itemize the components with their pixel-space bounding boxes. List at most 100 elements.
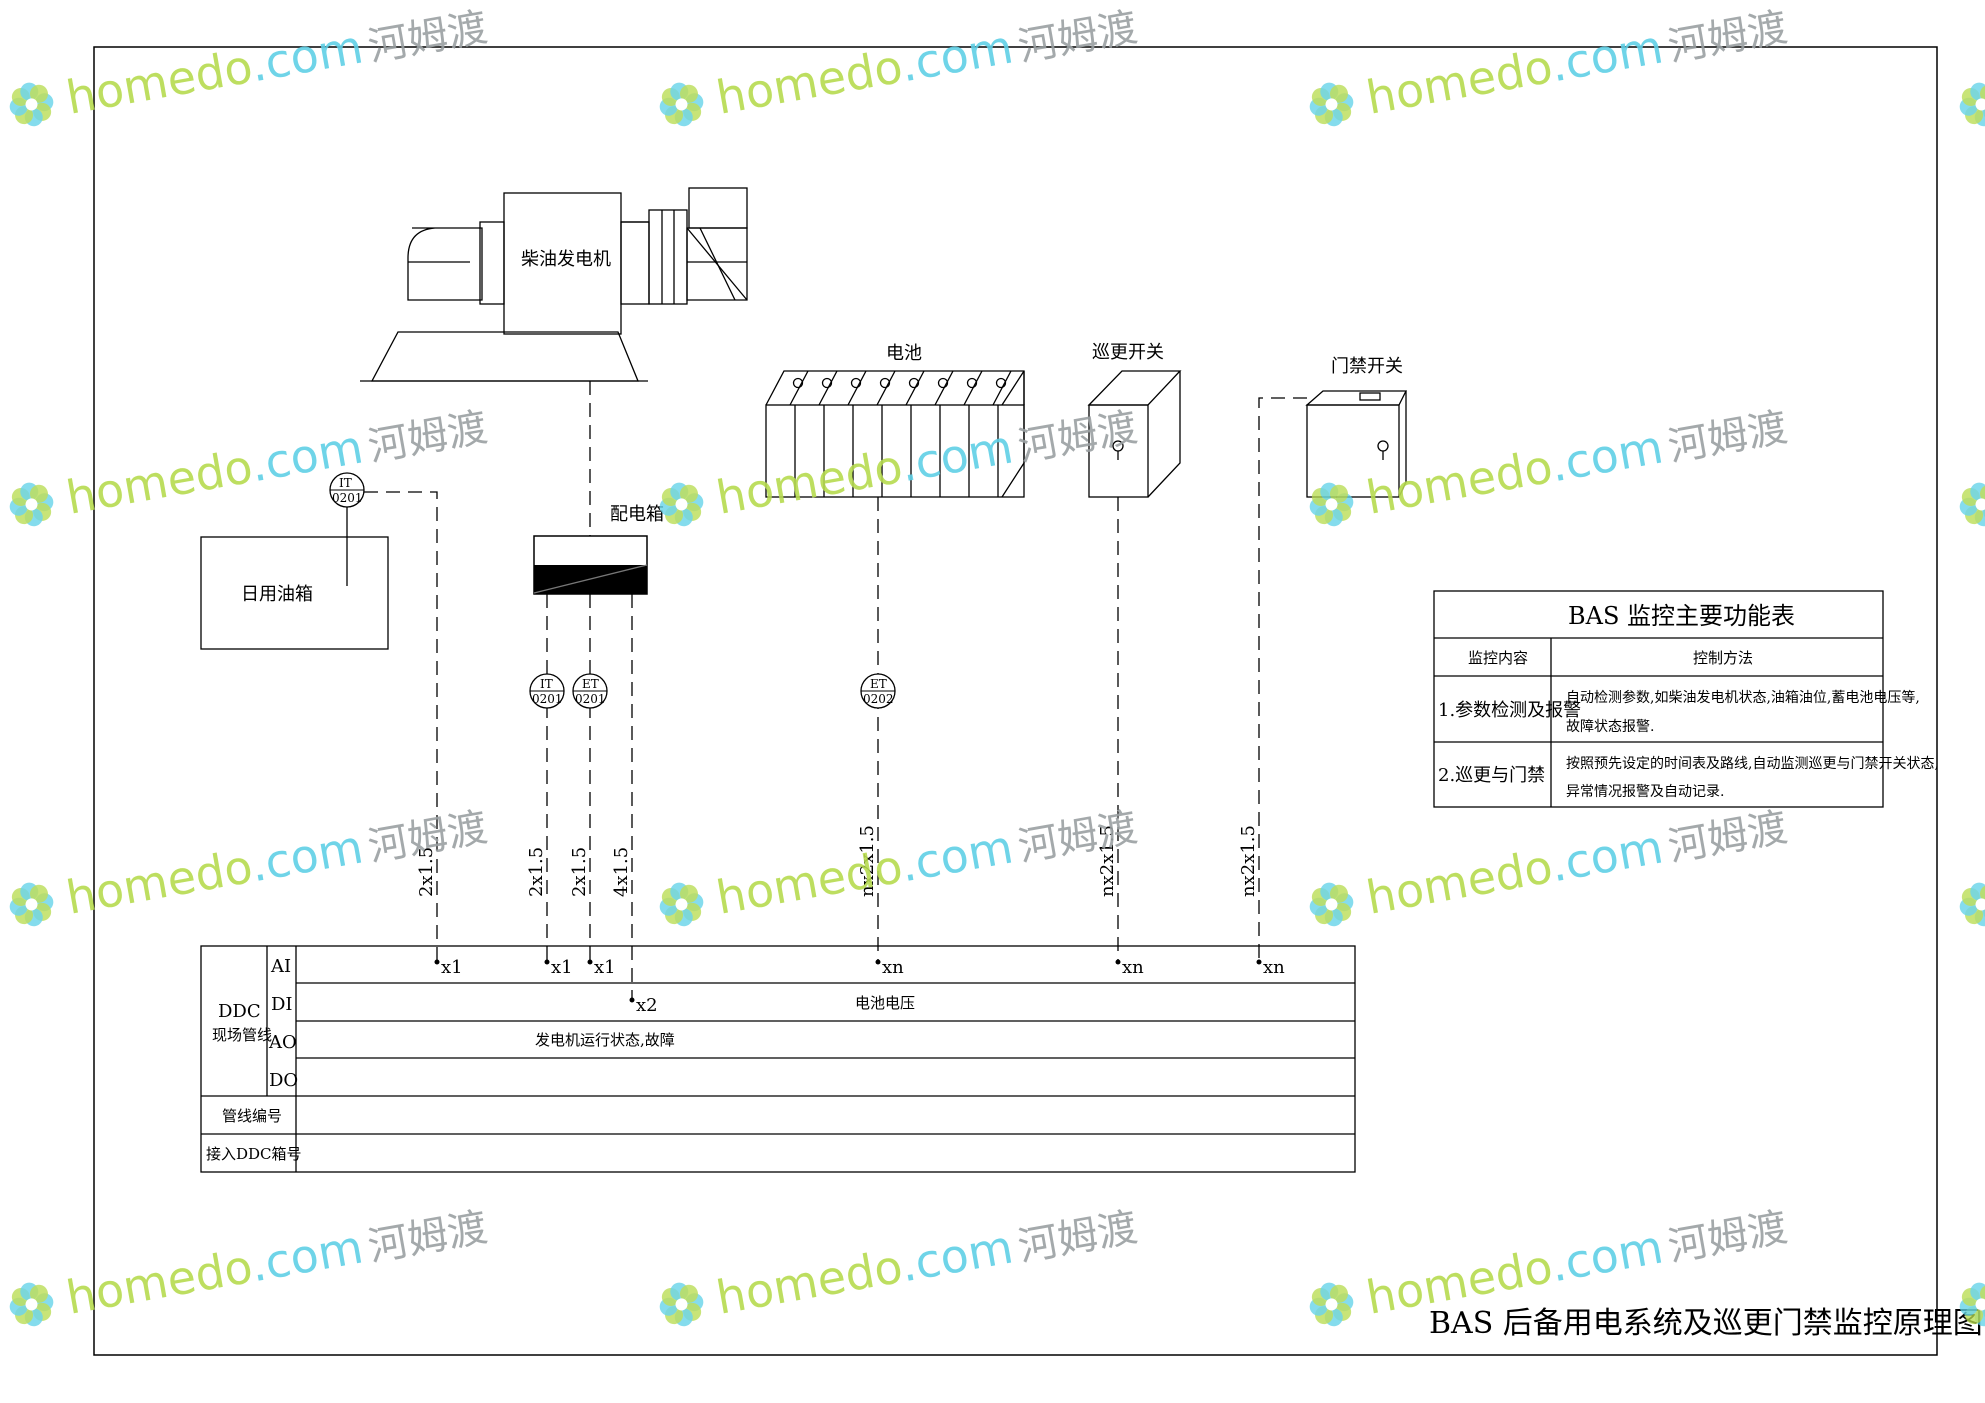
watermark-word: homedo [1362, 39, 1555, 125]
cable-spec: 2x1.5 [526, 847, 547, 897]
door-switch-label: 门禁开关 [1331, 356, 1403, 377]
watermark: homedo.com河姆渡 [9, 398, 491, 527]
function-row-item: 2.巡更与门禁 [1438, 765, 1545, 786]
battery-cell-edge [847, 370, 867, 406]
watermark-word: .com [246, 1220, 367, 1293]
watermark-word: 河姆渡 [1665, 1205, 1791, 1271]
watermark-text: homedo.com河姆渡 [712, 1198, 1141, 1325]
watermark-word: homedo [62, 1239, 255, 1325]
instrument-tag: ET [870, 677, 887, 691]
battery-cell-edge [963, 370, 983, 406]
watermark: homedo.com河姆渡 [9, 1198, 491, 1327]
function-table [1433, 590, 1884, 808]
watermark-flower-center [1325, 1298, 1338, 1311]
instrument-tag: IT [339, 476, 352, 490]
cable-spec: nx2x1.5 [1097, 825, 1118, 897]
watermark-word: .com [1546, 420, 1667, 493]
watermark: homedo.com河姆渡 [659, 0, 1141, 127]
watermark-word: .com [896, 420, 1017, 493]
battery-voltage-transmitter-symbol: ET 0202 [860, 673, 896, 709]
watermark: homedo.com河姆渡 [1309, 805, 1791, 927]
cable-spec: 2x1.5 [569, 847, 590, 897]
ddc-table [200, 945, 1356, 1173]
ddc-row-di: DI [271, 994, 293, 1015]
connection-label: x2 [636, 995, 658, 1016]
watermark-text: homedo.com河姆渡 [62, 1198, 491, 1325]
ddc-box-label: 接入DDC箱号 [206, 1145, 302, 1163]
watermark: homedo.com河姆渡 [659, 1198, 1141, 1327]
watermark: homedo.com河姆渡 [1959, 82, 1985, 127]
watermark-text: homedo.com河姆渡 [712, 0, 1141, 125]
cable-spec: 4x1.5 [611, 847, 632, 897]
watermark-word: .com [1546, 20, 1667, 93]
connection-label: x1 [551, 957, 573, 978]
cable-spec: 2x1.5 [416, 847, 437, 897]
watermark-flower-center [1325, 498, 1338, 511]
watermark-word: .com [1546, 820, 1667, 893]
watermark-word: homedo [1362, 439, 1555, 525]
instrument-tag: ET [582, 677, 599, 691]
watermark-flower-center [1325, 98, 1338, 111]
watermark-word: homedo [62, 39, 255, 125]
watermark: homedo.com河姆渡 [659, 805, 1141, 927]
instrument-number: 0201 [332, 491, 363, 505]
watermark-text: homedo.com河姆渡 [62, 0, 491, 125]
connection-label: xn [882, 957, 904, 978]
watermark-word: homedo [712, 1239, 905, 1325]
watermark-word: homedo [712, 439, 905, 525]
battery-cell-edge [789, 370, 809, 406]
battery-label: 电池 [886, 343, 922, 364]
drawing-frame [93, 46, 1938, 1356]
watermark-word: homedo [62, 439, 255, 525]
watermark-word: 河姆渡 [1015, 805, 1141, 871]
function-row-method: 按照预先设定的时间表及路线,自动监测巡更与门禁开关状态, [1566, 756, 1939, 772]
level-transmitter-symbol: IT 0201 [329, 472, 365, 508]
battery-terminal [908, 377, 920, 389]
connection-points: x1 x1 x1 x2 xn xn xn [434, 957, 1285, 1016]
battery-cell-edge [876, 370, 896, 406]
watermark-flower-petal [1979, 84, 1985, 103]
watermark: homedo.com河姆渡 [1959, 882, 1985, 927]
function-table-header-method: 控制方法 [1693, 649, 1753, 667]
watermark: homedo.com河姆渡 [1959, 482, 1985, 527]
watermark-text: homedo.com河姆渡 [1362, 398, 1791, 525]
connection-label: x1 [594, 957, 616, 978]
watermark-word: 河姆渡 [365, 805, 491, 871]
watermark-word: .com [1546, 1220, 1667, 1293]
watermark-word: homedo [62, 839, 255, 925]
generator-label: 柴油发电机 [521, 249, 611, 270]
pipe-number-label: 管线编号 [222, 1107, 282, 1125]
watermark-flower-center [675, 498, 688, 511]
watermark-word: homedo [712, 39, 905, 125]
watermark-word: 河姆渡 [1015, 1205, 1141, 1271]
watermark-word: 河姆渡 [1665, 805, 1791, 871]
watermark-flower-center [675, 1298, 688, 1311]
watermark-flower-center [1325, 898, 1338, 911]
battery-cell-edge [818, 370, 838, 406]
watermark: homedo.com河姆渡 [9, 0, 491, 127]
watermark-flower-petal [1979, 884, 1985, 903]
watermark-flower-center [25, 898, 38, 911]
connection-label: xn [1263, 957, 1285, 978]
watermark-word: 河姆渡 [365, 1205, 491, 1271]
ddc-row-ao: AO [268, 1032, 297, 1053]
distribution-box-label: 配电箱 [610, 504, 664, 525]
function-table-header-content: 监控内容 [1468, 649, 1528, 667]
watermark-flower-petal [29, 884, 48, 903]
watermark-word: .com [896, 20, 1017, 93]
watermark-flower-petal [679, 1284, 698, 1303]
watermark-text: homedo.com河姆渡 [712, 398, 1141, 525]
watermark-flower-petal [1329, 484, 1348, 503]
watermark-flower-petal [1329, 884, 1348, 903]
watermark-word: 河姆渡 [1015, 405, 1141, 471]
watermark-flower-petal [29, 84, 48, 103]
cable-spec: nx2x1.5 [1238, 825, 1259, 897]
watermark-text: homedo.com河姆渡 [62, 398, 491, 525]
watermark-word: 河姆渡 [365, 405, 491, 471]
watermark-word: .com [896, 820, 1017, 893]
connection-label: x1 [441, 957, 463, 978]
instrument-number: 0201 [532, 692, 563, 706]
watermark-word: homedo [712, 839, 905, 925]
battery-terminal [995, 377, 1007, 389]
battery-terminal [937, 377, 949, 389]
